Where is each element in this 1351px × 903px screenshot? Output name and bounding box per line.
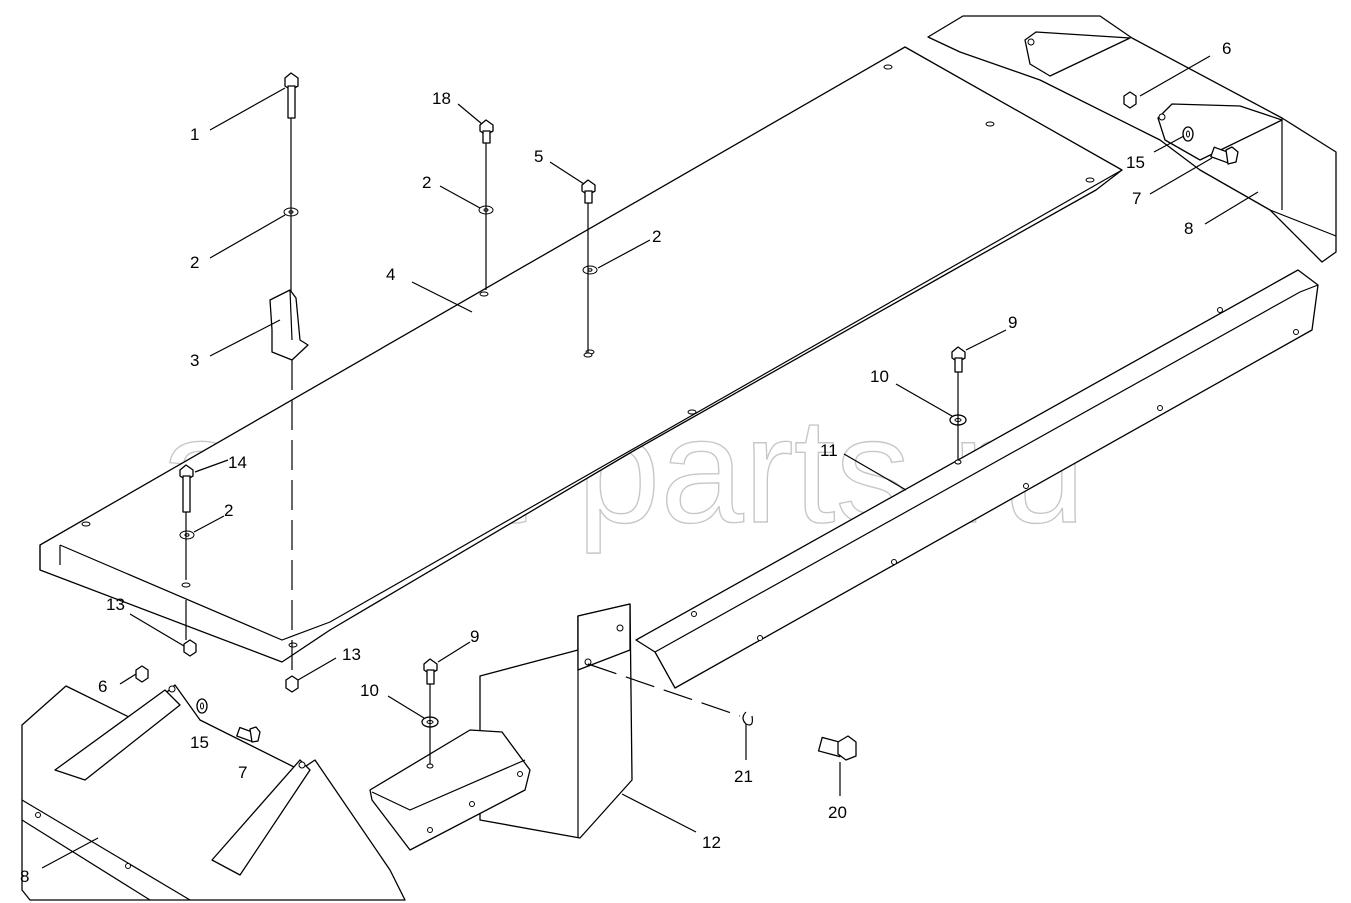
bolt-1 bbox=[284, 72, 299, 119]
bolt-9-lower bbox=[423, 658, 438, 685]
callout-13: 13 bbox=[342, 645, 361, 664]
callout-15: 15 bbox=[1126, 153, 1145, 172]
side-rail-right bbox=[635, 269, 1319, 689]
callout-20: 20 bbox=[828, 803, 847, 822]
callout-2: 2 bbox=[190, 253, 199, 272]
callout-7: 7 bbox=[238, 763, 247, 782]
small-rail bbox=[369, 729, 531, 851]
callout-2: 2 bbox=[224, 501, 233, 520]
bolt-7-upper bbox=[1210, 146, 1239, 165]
bolt-7-lower bbox=[236, 726, 261, 743]
callout-14: 14 bbox=[228, 453, 247, 472]
callout-3: 3 bbox=[190, 351, 199, 370]
callout-labels: 1 2 3 18 2 5 2 4 6 15 7 8 9 10 11 14 2 1… bbox=[20, 39, 1231, 886]
callout-4: 4 bbox=[386, 265, 395, 284]
bolt-18 bbox=[479, 119, 494, 144]
callout-6: 6 bbox=[98, 677, 107, 696]
callout-2: 2 bbox=[422, 173, 431, 192]
callout-13: 13 bbox=[106, 595, 125, 614]
deflector-top-right bbox=[927, 15, 1337, 263]
callout-6: 6 bbox=[1222, 39, 1231, 58]
bracket-plate bbox=[479, 603, 633, 839]
bolt-5 bbox=[581, 179, 596, 204]
callout-10: 10 bbox=[360, 681, 379, 700]
clip-part bbox=[269, 289, 309, 361]
callout-10: 10 bbox=[870, 367, 889, 386]
deflector-bottom-left bbox=[21, 684, 406, 901]
callout-8: 8 bbox=[20, 867, 29, 886]
leader-lines bbox=[41, 55, 1259, 869]
bolt-9-upper bbox=[951, 346, 966, 373]
callout-7: 7 bbox=[1132, 189, 1141, 208]
callout-1: 1 bbox=[190, 125, 199, 144]
callout-12: 12 bbox=[702, 833, 721, 852]
callout-8: 8 bbox=[1184, 219, 1193, 238]
callout-5: 5 bbox=[534, 147, 543, 166]
callout-11: 11 bbox=[820, 441, 838, 460]
callout-18: 18 bbox=[432, 89, 451, 108]
callout-9: 9 bbox=[1008, 313, 1017, 332]
callout-2: 2 bbox=[652, 227, 661, 246]
bolt-20 bbox=[817, 735, 857, 761]
bolt-14 bbox=[179, 464, 194, 513]
callout-21: 21 bbox=[734, 767, 753, 786]
callout-15: 15 bbox=[190, 733, 209, 752]
callout-9: 9 bbox=[470, 627, 479, 646]
assembly-lines bbox=[185, 118, 962, 769]
